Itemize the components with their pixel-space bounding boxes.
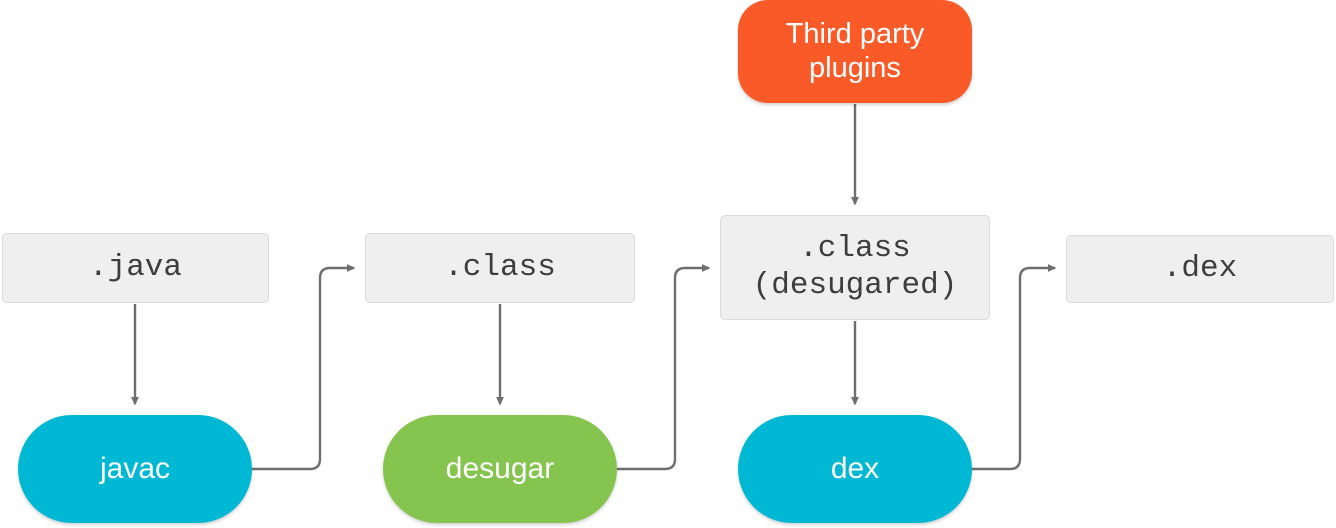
node-third-party-plugins[interactable]: Third party plugins [738, 0, 972, 103]
node-java-artifact[interactable]: .java [2, 233, 269, 303]
node-javac-label: javac [99, 452, 171, 486]
node-dex-label: dex [830, 452, 880, 486]
node-class-artifact[interactable]: .class [365, 233, 635, 303]
node-class-desugared-label: .class (desugared) [752, 230, 958, 303]
node-class-label: .class [444, 249, 556, 285]
node-javac-process[interactable]: javac [18, 415, 252, 523]
node-dex-process[interactable]: dex [738, 415, 972, 523]
node-desugar-label: desugar [445, 452, 555, 486]
node-dex-file-label: .dex [1162, 250, 1238, 286]
node-third-party-plugins-label: Third party plugins [785, 17, 925, 84]
node-dex-artifact[interactable]: .dex [1066, 235, 1334, 303]
node-desugar-process[interactable]: desugar [383, 415, 617, 523]
node-java-label: .java [88, 249, 182, 285]
node-class-desugared-artifact[interactable]: .class (desugared) [720, 215, 990, 320]
